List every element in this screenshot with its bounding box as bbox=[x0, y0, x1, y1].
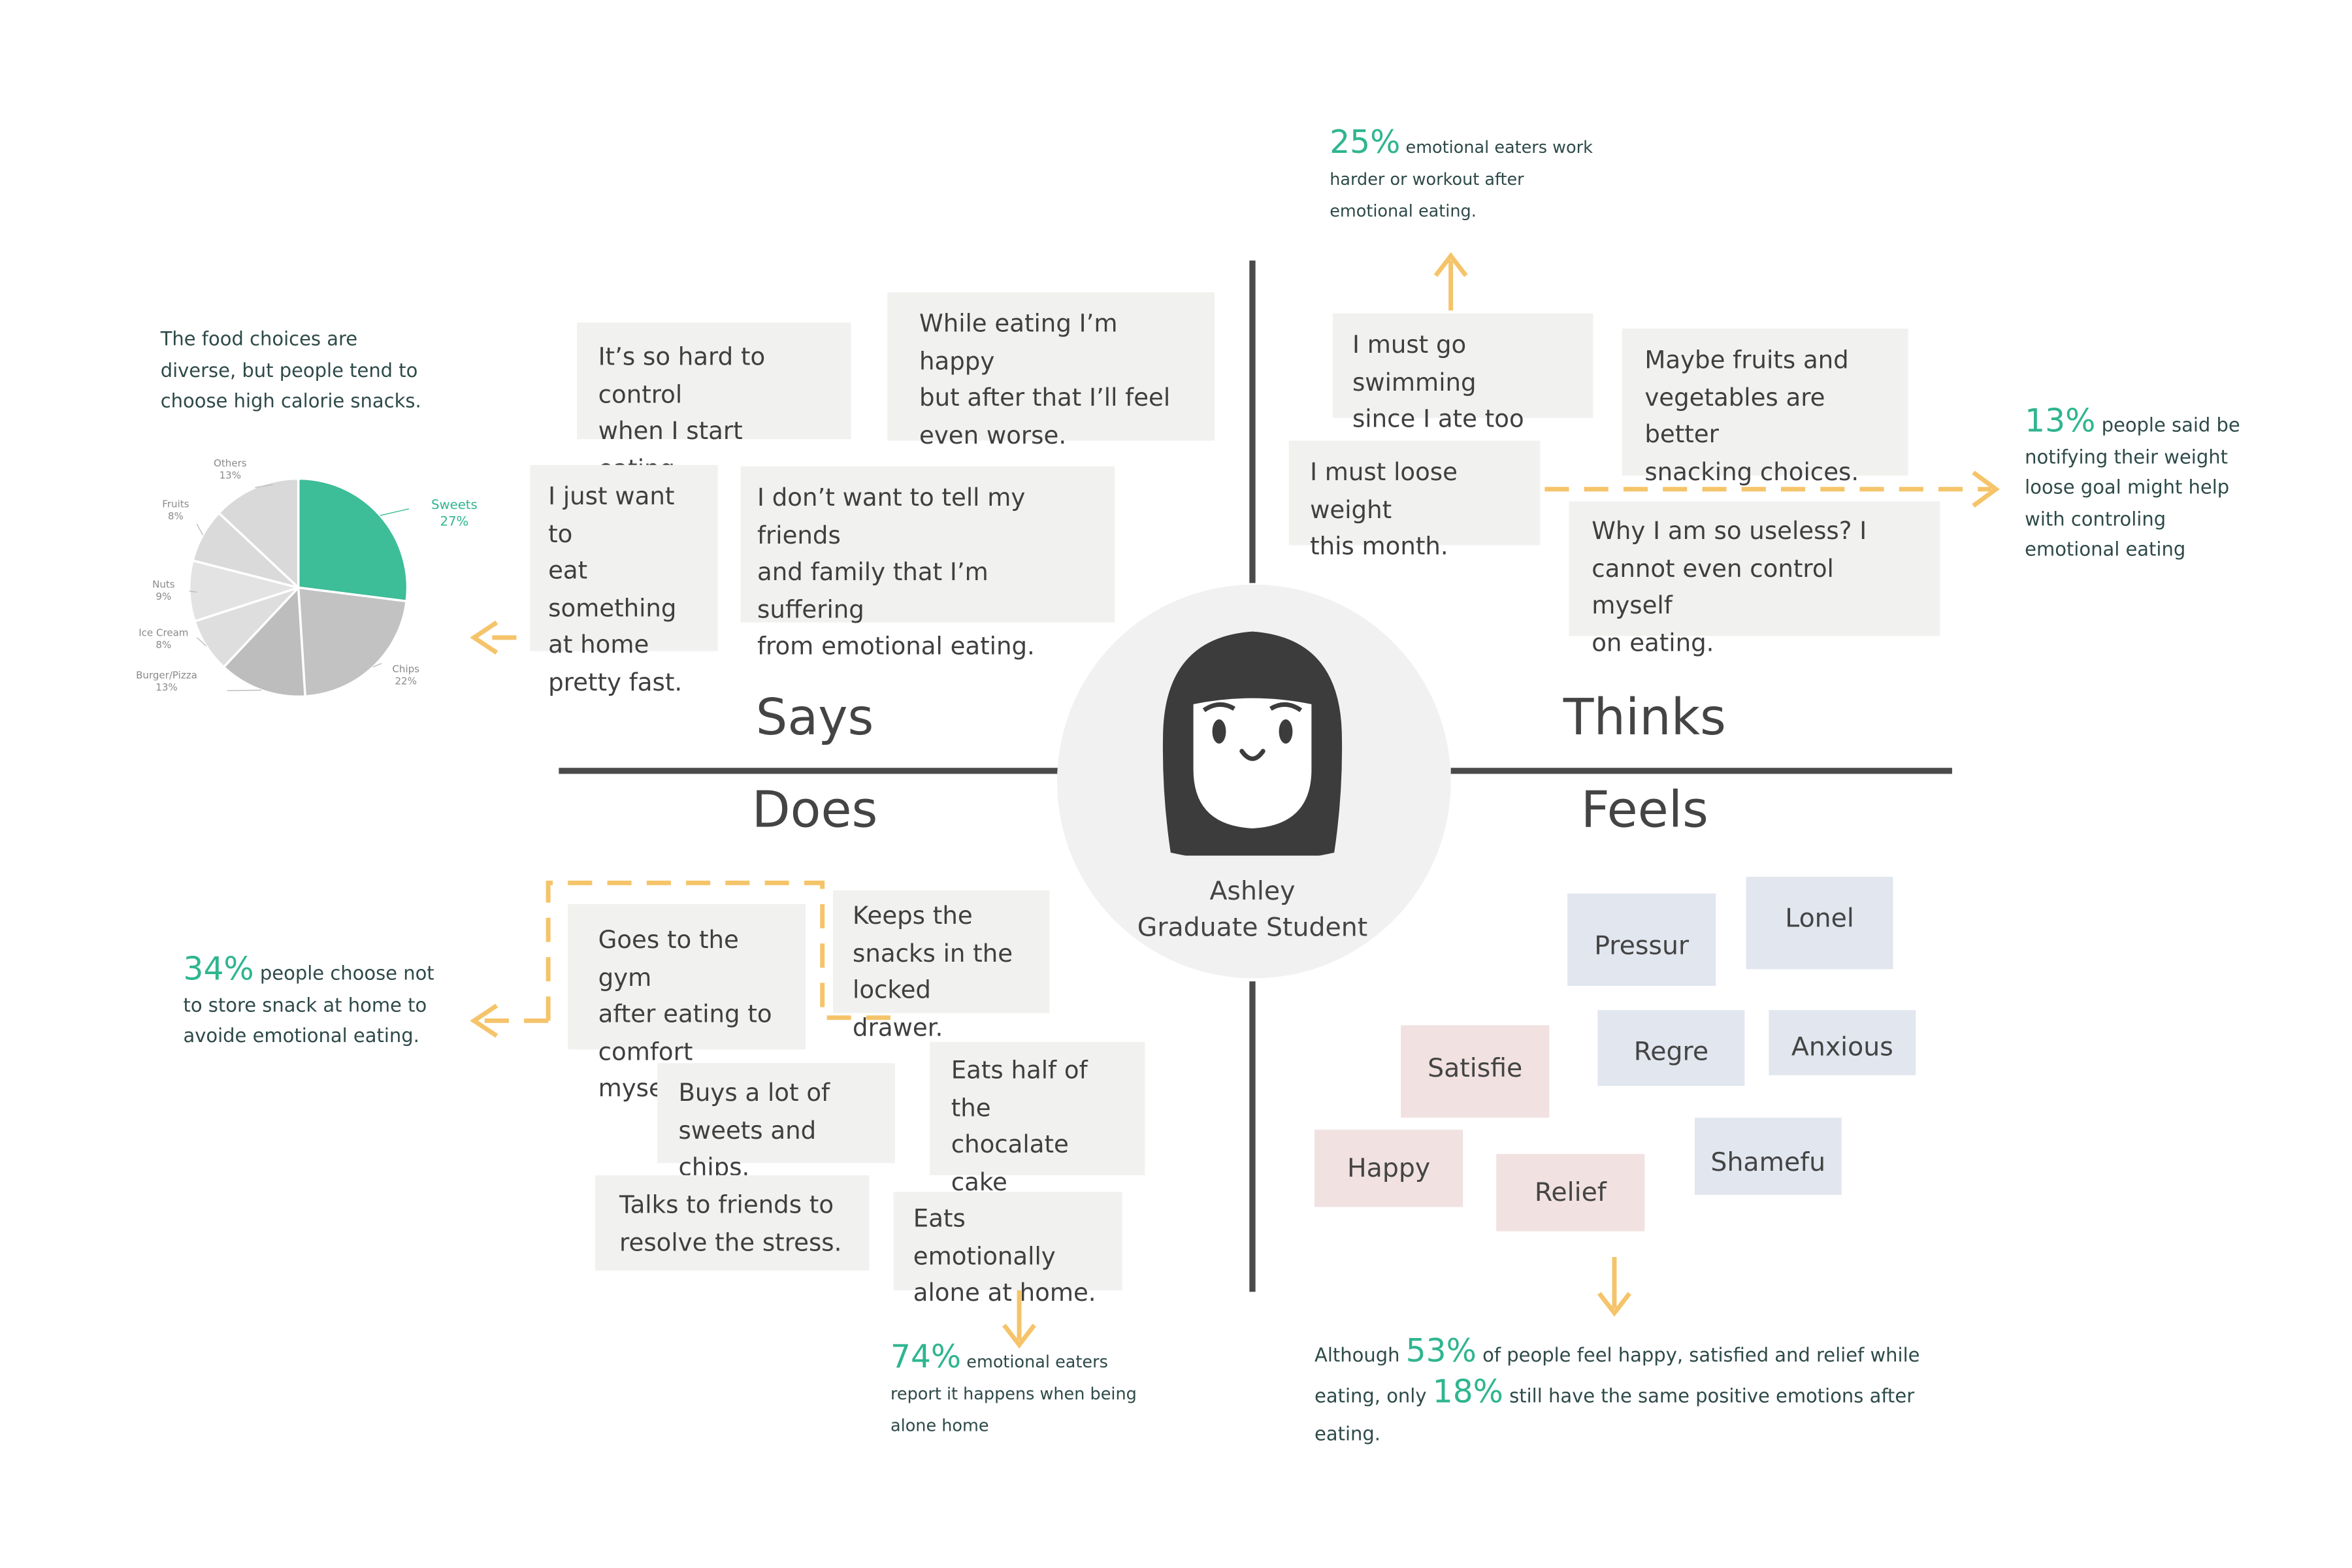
persona-name: Ashley bbox=[1209, 877, 1296, 907]
pie-label-name: Chips bbox=[392, 663, 419, 675]
pie-label-value: 22% bbox=[395, 676, 416, 687]
thinks-note: I must loose weight this month. bbox=[1288, 440, 1541, 561]
pie-label-name: Nuts bbox=[152, 578, 175, 590]
says-arrow-head bbox=[470, 620, 498, 655]
pie-leader-line bbox=[255, 484, 273, 488]
feel-card: Shamefu bbox=[1694, 1117, 1842, 1195]
thinks-note: I must go swimming since I ate too much. bbox=[1332, 313, 1593, 470]
does-note: Talks to friends to resolve the stress. bbox=[595, 1175, 870, 1271]
stat-feelings-percent-1: 53% bbox=[1405, 1332, 1477, 1369]
says-note: I just want to eat something at home pre… bbox=[530, 465, 718, 696]
feel-card: Satisfie bbox=[1401, 1025, 1550, 1118]
pie-leader-line bbox=[189, 590, 197, 593]
stat-store-text: people choose not to store snack at home… bbox=[183, 961, 434, 1047]
does-note: Eats half of the chocalate cake unexpect… bbox=[930, 1041, 1145, 1233]
does-highlight-frame bbox=[484, 880, 906, 1023]
pie-slice-chips bbox=[297, 586, 408, 698]
feel-card: Anxious bbox=[1769, 1010, 1916, 1075]
thinks-up-arrow-head bbox=[1433, 252, 1468, 277]
feel-card: Happy bbox=[1315, 1130, 1463, 1207]
feels-down-arrow-head bbox=[1597, 1292, 1631, 1317]
pie-label-name: Burger/Pizza bbox=[136, 669, 197, 681]
pie-slice-burger-pizza bbox=[221, 585, 306, 698]
stat-feelings: Although 53% of people feel happy, satis… bbox=[1315, 1333, 1935, 1452]
says-note: While eating I’m happy but after that I’… bbox=[887, 292, 1215, 449]
pie-slice-sweets bbox=[297, 477, 409, 603]
stat-notify-text: people said be notifying their weight lo… bbox=[2025, 413, 2240, 561]
does-note: Keeps the snacks in the locked drawer. bbox=[832, 890, 1050, 1041]
pie-label-name: Sweets bbox=[431, 497, 478, 512]
pie-label-name: Fruits bbox=[162, 498, 189, 510]
feel-card: Relief bbox=[1496, 1154, 1645, 1232]
pie-label-name: Others bbox=[214, 457, 247, 469]
does-title: Does bbox=[751, 779, 878, 840]
stat-notify-percent: 13% bbox=[2025, 402, 2096, 440]
pie-leader-line bbox=[227, 689, 262, 691]
stat-feelings-prefix: Although bbox=[1315, 1343, 1406, 1366]
pie-label-value: 13% bbox=[220, 469, 241, 481]
pie-label-value: 27% bbox=[440, 514, 469, 529]
stat-workout-percent: 25% bbox=[1330, 124, 1401, 161]
pie-leader-line bbox=[196, 637, 207, 647]
stat-alone: 74% emotional eaters report it happens w… bbox=[890, 1339, 1148, 1442]
stat-alone-text: emotional eaters report it happens when … bbox=[890, 1352, 1137, 1436]
feel-card: Lonel bbox=[1746, 877, 1893, 970]
does-arrow-head bbox=[470, 1004, 498, 1038]
says-note: It’s so hard to control when I start eat… bbox=[577, 322, 851, 482]
thinks-right-arrow-head bbox=[1972, 470, 2001, 508]
pie-leader-line bbox=[372, 662, 382, 668]
feel-card: Regre bbox=[1597, 1010, 1745, 1086]
pie-label-value: 9% bbox=[155, 591, 171, 602]
thinks-note: Why I am so useless? I cannot even contr… bbox=[1569, 501, 1940, 657]
stat-notify: 13% people said be notifying their weigh… bbox=[2025, 402, 2252, 566]
does-down-arrow-head bbox=[1002, 1324, 1036, 1349]
does-note: Goes to the gym after eating to comfort … bbox=[568, 904, 806, 1103]
says-insight: The food choices are diverse, but people… bbox=[160, 327, 421, 412]
pie-label-value: 8% bbox=[168, 510, 184, 522]
stat-store: 34% people choose not to store snack at … bbox=[183, 951, 448, 1052]
stat-store-percent: 34% bbox=[183, 951, 254, 988]
pie-label-value: 8% bbox=[155, 639, 171, 651]
stat-feelings-suffix: still have the same positive emotions af… bbox=[1315, 1384, 1915, 1445]
thinks-note: Maybe fruits and vegetables are better s… bbox=[1622, 329, 1908, 485]
stat-feelings-percent-2: 18% bbox=[1432, 1373, 1503, 1411]
persona-role: Graduate Student bbox=[1137, 913, 1368, 944]
pie-label-value: 13% bbox=[155, 681, 177, 693]
pie-label-name: Ice Cream bbox=[139, 627, 188, 639]
does-note: Buys a lot of sweets and chips. bbox=[657, 1063, 895, 1181]
pie-leader-line bbox=[380, 508, 410, 516]
says-title: Says bbox=[755, 687, 874, 747]
says-note: I don’t want to tell my friends and fami… bbox=[740, 466, 1115, 661]
stat-workout: 25% emotional eaters work harder or work… bbox=[1330, 127, 1595, 227]
stat-workout-text: emotional eaters work harder or workout … bbox=[1330, 137, 1593, 221]
feels-title: Feels bbox=[1580, 779, 1708, 840]
does-note: Eats emotionally alone at home. bbox=[893, 1192, 1122, 1307]
stat-feelings-mid: of people feel happy, satisfied and reli… bbox=[1315, 1343, 1920, 1407]
stat-alone-percent: 74% bbox=[890, 1339, 962, 1375]
thinks-title: Thinks bbox=[1563, 687, 1726, 747]
feel-card: Pressur bbox=[1567, 893, 1716, 987]
pie-leader-line bbox=[196, 523, 204, 536]
persona-avatar-icon bbox=[1162, 631, 1343, 856]
